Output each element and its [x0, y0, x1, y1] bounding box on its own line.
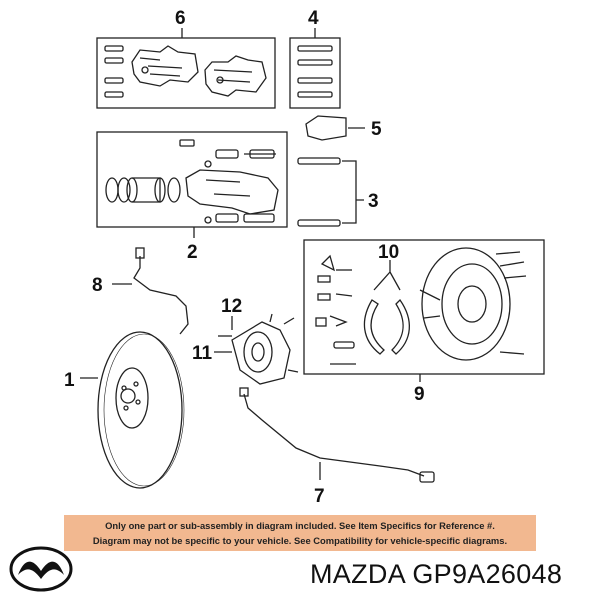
brake-hose-art — [112, 247, 189, 335]
notice-line-1: Only one part or sub-assembly in diagram… — [105, 520, 495, 531]
callout-6: 6 — [175, 8, 186, 29]
fitment-notice: Only one part or sub-assembly in diagram… — [64, 515, 536, 551]
callout-10: 10 — [378, 242, 399, 263]
abs-sensor-art — [239, 387, 435, 483]
caliper-art — [105, 139, 279, 224]
callout-2: 2 — [187, 242, 198, 263]
pad-shim-art — [305, 115, 347, 141]
callout-1: 1 — [64, 370, 75, 391]
parking-brake-art — [315, 247, 527, 382]
callout-11: 11 — [192, 343, 213, 364]
callout-8: 8 — [92, 275, 103, 296]
guide-pins-art — [297, 157, 364, 227]
notice-line-2: Diagram may not be specific to your vehi… — [92, 535, 508, 546]
brake-rotor-art — [80, 331, 185, 489]
brake-pads-art — [104, 45, 267, 98]
box-backing-plate — [303, 239, 545, 375]
callout-12: 12 — [221, 296, 242, 317]
pad-hardware-art — [297, 45, 333, 98]
brand-name: MAZDA — [310, 559, 405, 589]
box-caliper — [96, 131, 288, 228]
mazda-logo-icon — [9, 546, 73, 592]
hub-bearing-art — [214, 313, 299, 385]
callout-4: 4 — [308, 8, 319, 29]
callout-9: 9 — [414, 384, 425, 405]
brand-part-row: MAZDA GP9A26048 — [310, 552, 590, 596]
callout-5: 5 — [371, 119, 382, 140]
part-number: GP9A26048 — [412, 559, 563, 589]
callout-7: 7 — [314, 486, 325, 507]
callout-3: 3 — [368, 191, 379, 212]
box-brake-pads — [96, 37, 276, 109]
